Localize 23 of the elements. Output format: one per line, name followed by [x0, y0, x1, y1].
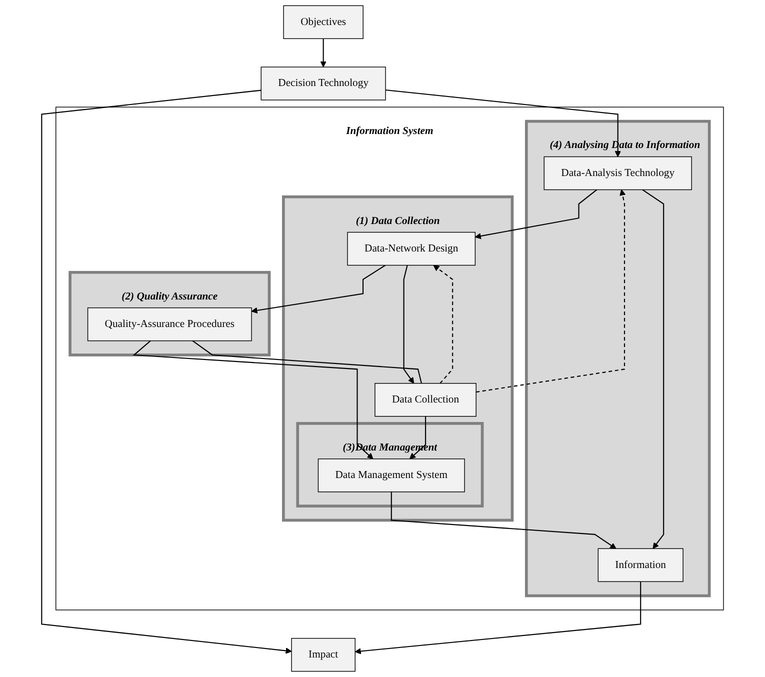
arrow	[390, 492, 616, 549]
connector	[192, 340, 422, 384]
arrow	[354, 582, 642, 654]
arrow	[433, 264, 454, 384]
node-box: Quality-Assurance Procedures	[87, 307, 252, 342]
arrow	[320, 38, 326, 68]
node-box: Impact	[291, 638, 356, 672]
arrow	[409, 416, 426, 460]
node-box: Information	[598, 548, 684, 582]
arrow	[251, 264, 386, 314]
arrow	[132, 340, 374, 460]
arrow	[403, 265, 414, 384]
node-box: Data-Network Design	[347, 232, 476, 266]
node-box: Data Management System	[318, 458, 465, 492]
node-box: Data-Analysis Technology	[544, 156, 692, 190]
node-box: Objectives	[283, 5, 364, 39]
arrow	[474, 189, 598, 240]
arrow	[476, 189, 626, 393]
arrow	[642, 189, 664, 549]
node-box: Data Collection	[374, 383, 476, 417]
arrow	[41, 90, 292, 654]
node-box: Decision Technology	[260, 66, 386, 100]
arrow	[385, 89, 621, 158]
